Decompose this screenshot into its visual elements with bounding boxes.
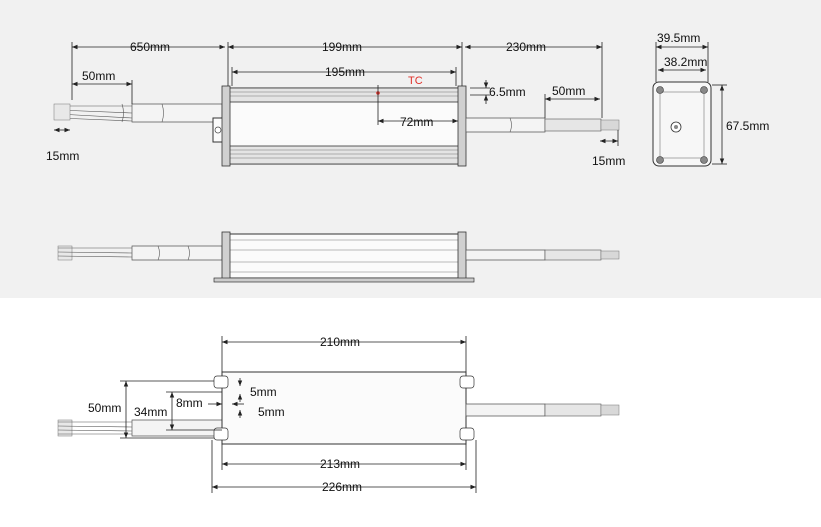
dim-total-width: 50mm [88,401,121,415]
dim-slot-offset: 8mm [176,396,203,410]
dim-outer-width: 39.5mm [657,31,700,45]
dim-slot-top: 5mm [250,385,277,399]
dim-hole-spacing: 34mm [134,405,167,419]
side-view [57,231,620,283]
dim-input-cable-length: 650mm [130,40,170,54]
dim-input-wire-end: 15mm [46,149,79,163]
input-cable [53,103,223,123]
output-cable [465,117,620,133]
dim-output-wire-end: 15mm [592,154,625,168]
dim-tc-offset-horizontal: 72mm [400,115,433,129]
dim-overall-length: 226mm [322,480,362,494]
dim-input-strip-length: 50mm [82,69,115,83]
dim-output-cable-length: 230mm [506,40,546,54]
dim-mount-distance: 195mm [325,65,365,79]
dim-bottom-body-length: 210mm [320,335,360,349]
top-view: 650mm 199mm 195mm 230mm 50mm 15mm TC 72m… [46,40,625,168]
dim-slot-bottom: 5mm [258,405,285,419]
dim-height: 67.5mm [726,119,769,133]
tc-label: TC [408,75,423,87]
driver-body-top [221,85,467,167]
dim-mount-hole-distance: 213mm [320,457,360,471]
dim-body-length: 199mm [322,40,362,54]
dim-tc-offset-vertical: 6.5mm [489,85,526,99]
dim-inner-width: 38.2mm [664,55,707,69]
end-view: 39.5mm 38.2mm 67.5mm [652,31,769,167]
dim-output-strip-length: 50mm [552,84,585,98]
bottom-view: 210mm 50mm 34mm 8mm 5mm 5mm 213mm 226mm [57,335,620,494]
